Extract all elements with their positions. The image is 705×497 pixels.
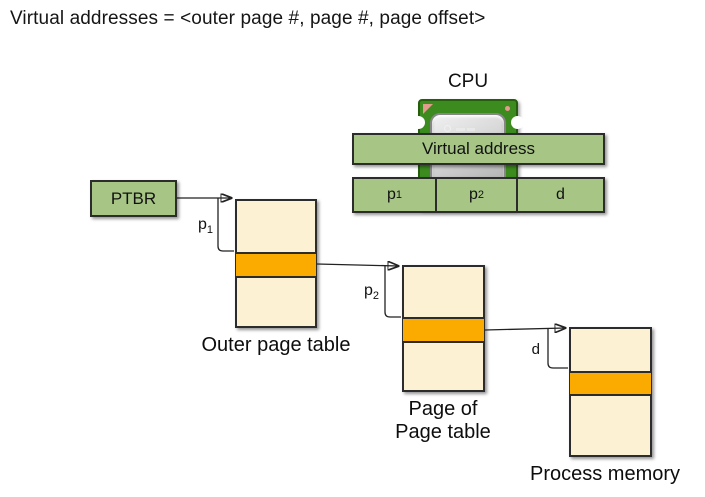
outer-page-table-caption: Outer page table <box>180 334 372 357</box>
outer-to-page-arrow <box>316 264 398 266</box>
address-field-p1-label: p <box>386 186 396 203</box>
outer-page-table <box>235 199 317 328</box>
page-of-page-table-caption: Page of Page table <box>363 398 523 444</box>
p2-offset-bracket <box>384 266 401 318</box>
page-title: Virtual addresses = <outer page #, page … <box>10 8 486 29</box>
chip-logo-icon <box>444 125 478 134</box>
process-memory-table <box>569 327 652 457</box>
d-offset-bracket <box>547 329 568 369</box>
chip-corner-triangle-icon <box>423 104 433 114</box>
page-to-memory-arrow <box>484 328 565 330</box>
virtual-address-bar: Virtual address <box>352 133 605 165</box>
address-field-d: d <box>516 179 603 211</box>
address-field-d-label: d <box>556 186 565 203</box>
process-memory-caption-line: Process memory <box>529 463 681 485</box>
page-of-page-table-highlight-row <box>403 317 484 343</box>
page-of-page-table <box>402 265 485 392</box>
page-of-page-table-caption-line2: Page table <box>395 421 491 443</box>
p1-offset-bracket <box>217 198 234 252</box>
page-of-page-table-caption-line1: Page of <box>408 398 478 420</box>
cpu-label: CPU <box>447 71 489 92</box>
chip-notch-right-icon <box>511 116 524 129</box>
chip-corner-dot-icon <box>505 106 510 111</box>
virtual-address-label: Virtual address <box>421 139 536 158</box>
chip-notch-left-icon <box>412 116 425 129</box>
arrow-label-p2: p2 <box>363 282 379 303</box>
ptbr-label: PTBR <box>110 188 157 208</box>
outer-page-table-caption-line: Outer page table <box>201 334 351 356</box>
process-memory-caption: Process memory <box>505 463 705 486</box>
arrow-label-d: d <box>531 341 540 358</box>
process-memory-highlight-row <box>570 371 651 396</box>
arrow-label-p1: p1 <box>197 216 213 237</box>
ptbr-box: PTBR <box>90 180 177 217</box>
outer-page-table-highlight-row <box>236 252 316 278</box>
address-field-p2-label: p <box>468 186 478 203</box>
